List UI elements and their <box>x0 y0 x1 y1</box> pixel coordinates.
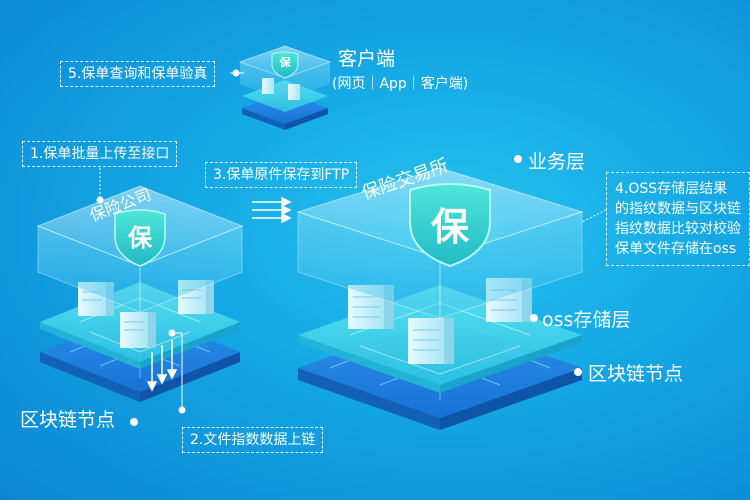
exchange-chain-label: 区块链节点 <box>588 363 684 385</box>
right-arrows <box>252 196 292 224</box>
exchange-shield-text: 保 <box>430 205 469 249</box>
insurer-stack <box>36 185 244 402</box>
client-stack <box>238 45 332 130</box>
insurer-shield-text: 保 <box>128 224 152 252</box>
business-layer-dot <box>514 155 522 163</box>
step4-callout: 4.OSS存储层结果的指纹数据与区块链指纹数据比较对校验保单文件存储在oss <box>606 172 750 266</box>
step3-callout: 3.保单原件保存到FTP <box>205 162 358 188</box>
client-shield-icon <box>271 51 299 79</box>
exchange-chain-dot <box>574 368 582 376</box>
business-layer-label: 业务层 <box>528 151 586 173</box>
client-title: 客户端 <box>338 48 396 70</box>
step5-callout: 5.保单查询和保单验真 <box>60 61 216 87</box>
oss-layer-label: oss存储层 <box>542 309 631 331</box>
connector-lines <box>96 69 607 414</box>
insurer-chain-dot <box>130 418 138 426</box>
step1-callout: 1.保单批量上传至接口 <box>22 141 178 167</box>
down-arrows <box>146 340 178 392</box>
insurer-chain-label: 区块链节点 <box>20 409 116 431</box>
client-shield-text: 保 <box>279 56 291 69</box>
insurer-shield-icon <box>114 209 166 267</box>
step2-callout: 2.文件指数数据上链 <box>182 427 324 453</box>
client-subtitle: (网页｜App｜客户端) <box>332 76 469 92</box>
exchange-shield-icon <box>409 183 491 268</box>
exchange-stack <box>296 167 584 430</box>
oss-layer-dot <box>530 314 538 322</box>
